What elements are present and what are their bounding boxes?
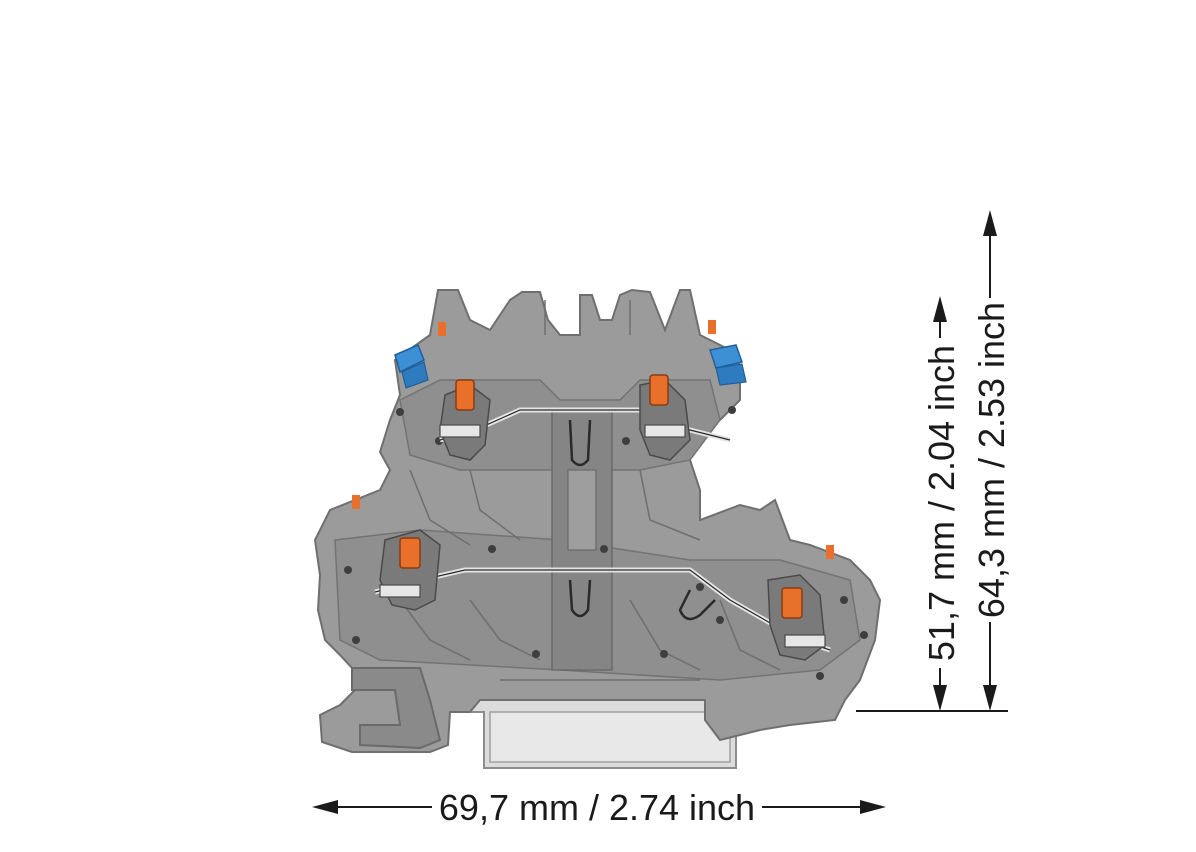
upper-left-clamp <box>439 379 491 461</box>
outer-height-dimension-label: 64,3 mm / 2.53 inch <box>971 302 1012 618</box>
release-foot <box>351 667 442 750</box>
width-dimension-label: 69,7 mm / 2.74 inch <box>439 787 755 828</box>
dimension-arrow-vertical-inner <box>933 296 947 711</box>
upper-left-lever-orange <box>455 379 475 411</box>
dimension-arrow-horizontal <box>312 800 886 814</box>
upper-right-lever-orange <box>649 374 669 406</box>
terminal-block-drawing <box>313 288 882 769</box>
lower-left-clamp <box>379 529 441 611</box>
blue-marker-right <box>709 344 747 386</box>
dimension-arrow-vertical-outer <box>983 210 997 711</box>
blue-marker-left <box>394 344 429 389</box>
dimension-lines <box>312 210 1008 814</box>
lower-right-lever-orange <box>781 587 803 619</box>
lower-left-lever-orange <box>399 537 421 569</box>
upper-right-clamp <box>639 374 691 461</box>
lower-right-clamp <box>767 574 826 661</box>
inner-height-dimension-label: 51,7 mm / 2.04 inch <box>921 345 962 661</box>
